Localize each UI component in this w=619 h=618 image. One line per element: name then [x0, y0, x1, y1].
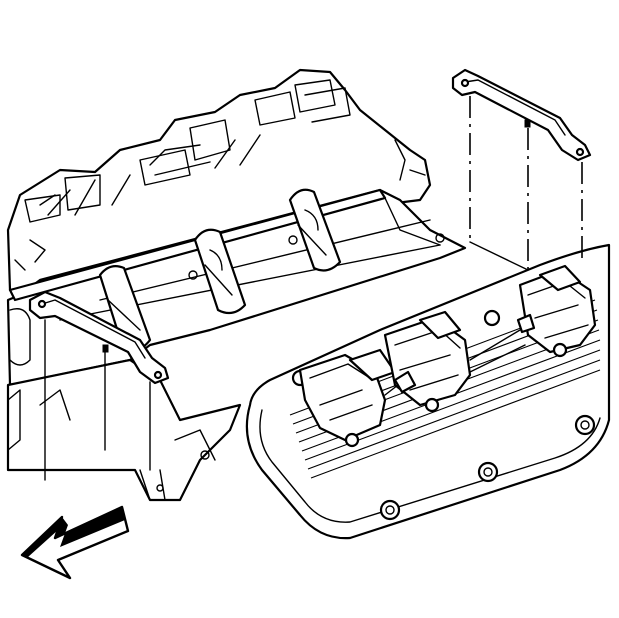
cover-bolts	[291, 309, 596, 521]
coil-bracket-right	[451, 68, 592, 271]
front-direction-arrow	[20, 505, 130, 580]
intake-ports	[98, 188, 445, 351]
ignition-coils	[298, 264, 597, 448]
coil-bracket-left	[28, 290, 170, 481]
cylinder-head	[6, 68, 467, 502]
